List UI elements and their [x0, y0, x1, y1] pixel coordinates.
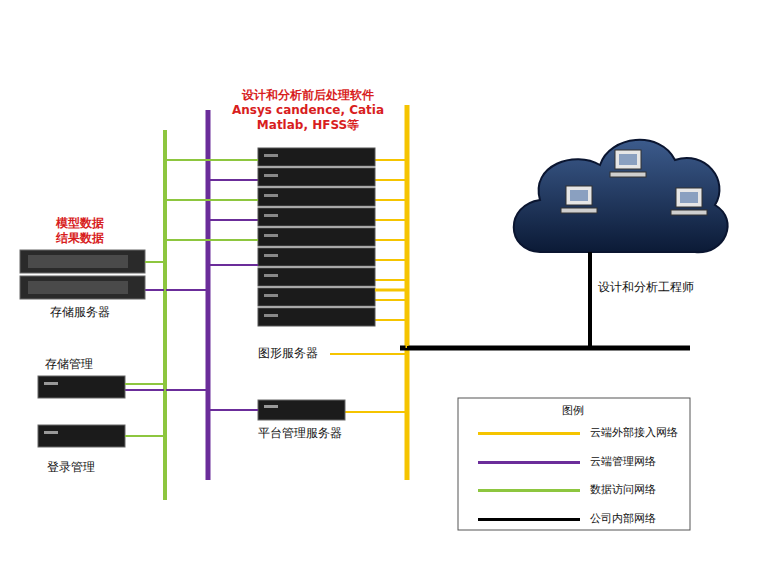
data-label: 模型数据 结果数据 [56, 216, 108, 246]
server-label: 平台管理服务器 [258, 426, 342, 441]
legend-line [478, 489, 580, 492]
network-link [375, 252, 590, 348]
legend-text: 云端管理网络 [590, 455, 656, 468]
network-link [125, 240, 258, 384]
server-label: 登录管理 [47, 460, 95, 475]
server-stack: 设计和分析前后处理软件 Ansys candence, Catia Matlab… [258, 148, 375, 326]
server-label: 图形服务器 [258, 346, 318, 361]
network-link [208, 265, 258, 410]
legend-title: 图例 [562, 403, 584, 418]
server-unit: 登录管理 [38, 425, 125, 447]
storage-server: 模型数据 结果数据存储服务器 [20, 250, 145, 300]
legend-line [478, 518, 580, 521]
legend-line [478, 432, 580, 435]
server-label: 存储管理 [45, 357, 93, 372]
link-segment [125, 240, 258, 384]
link-segment [407, 252, 590, 348]
link-segment [208, 265, 258, 410]
network-link [125, 160, 258, 436]
server-label: 存储服务器 [50, 305, 110, 320]
link-segment [145, 200, 258, 262]
engineer-cloud: 设计和分析工程师 [525, 140, 720, 252]
server-unit: 平台管理服务器 [258, 400, 345, 420]
software-label: 设计和分析前后处理软件 Ansys candence, Catia Matlab… [220, 88, 396, 133]
link-segment [125, 160, 258, 436]
link-segment [375, 290, 407, 348]
network-link [145, 200, 258, 262]
legend-text: 云端外部接入网络 [590, 426, 678, 439]
server-unit: 存储管理 [38, 376, 125, 398]
legend-line [478, 461, 580, 464]
group-label: 设计和分析工程师 [598, 280, 694, 295]
legend-text: 数据访问网络 [590, 483, 656, 496]
legend-text: 公司内部网络 [590, 512, 656, 525]
